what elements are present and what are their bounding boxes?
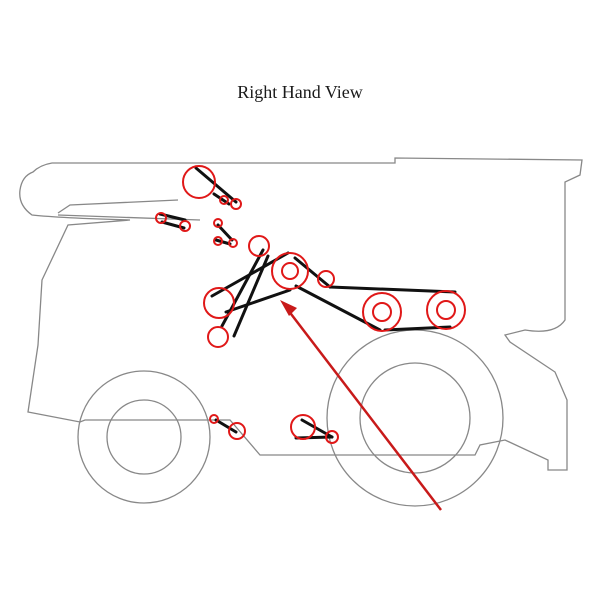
pulleys xyxy=(155,165,466,444)
pulley-main-top xyxy=(248,235,270,257)
combine-body-outline xyxy=(19,157,583,471)
belt-mid-b xyxy=(214,238,232,246)
pulley-top-large xyxy=(182,165,216,199)
pulley-left-b xyxy=(179,220,191,232)
belt-right-a xyxy=(293,256,332,289)
belt-main-d xyxy=(232,254,270,338)
pulley-low-right-a xyxy=(290,414,316,440)
belt-low-left xyxy=(214,418,238,434)
pulley-low-left-a xyxy=(209,414,219,424)
arrow-head xyxy=(280,300,297,316)
arrow-shaft xyxy=(287,309,442,511)
pulley-low-left-b xyxy=(228,422,246,440)
front-wheel xyxy=(77,370,211,504)
pulley-main-left xyxy=(203,287,235,319)
rear-tire xyxy=(326,329,504,507)
belt-main-b xyxy=(224,288,292,314)
belt-top-a xyxy=(194,166,238,204)
pulley-main-bottom xyxy=(207,326,229,348)
pulley-top-tiny xyxy=(219,195,229,205)
pulley-low-right-b xyxy=(325,430,339,444)
rear-wheel xyxy=(326,329,504,507)
pulley-left-a xyxy=(155,212,167,224)
pulley-right-small xyxy=(317,270,335,288)
pulley-right-a xyxy=(362,292,402,332)
pulley-main-center-inner xyxy=(281,262,299,280)
pulley-main-center xyxy=(271,252,309,290)
belt-right-b xyxy=(328,285,457,294)
pulley-mid-b xyxy=(213,236,223,246)
roof-inner-line xyxy=(57,199,179,214)
diagram-title: Right Hand View xyxy=(237,82,363,102)
pulley-top-small xyxy=(230,198,242,210)
pulley-right-b xyxy=(426,290,466,330)
pulley-mid-c xyxy=(228,238,238,248)
belt-mid-a xyxy=(216,223,234,242)
front-hub xyxy=(106,399,182,475)
rear-hub xyxy=(359,362,471,474)
pulley-right-b-inner xyxy=(436,300,456,320)
pulley-mid-a xyxy=(213,218,223,228)
pointer-arrow xyxy=(280,300,442,511)
pulley-right-a-inner xyxy=(372,302,392,322)
front-tire xyxy=(77,370,211,504)
body-outline-path xyxy=(19,157,583,471)
